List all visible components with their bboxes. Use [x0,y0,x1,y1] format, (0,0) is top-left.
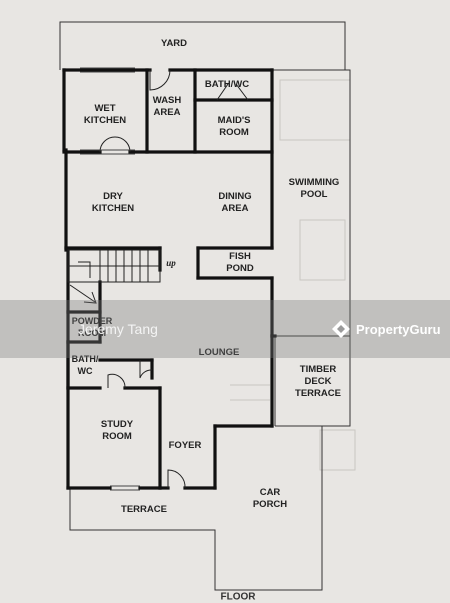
watermark-agent-name: Jeremy Tang [78,321,158,337]
label-foyer: FOYER [168,440,202,451]
site-outline [59,21,351,591]
door-swings [99,69,249,489]
floor-caption: FLOOR [220,591,256,603]
watermark-band [0,300,450,358]
label-study-room: STUDY ROOM [100,419,134,442]
label-swimming-pool: SWIMMING POOL [288,177,340,200]
watermark-brand-text: PropertyGuru [356,321,441,337]
label-bath-wc-top: BATH/WC [204,79,250,90]
label-dry-kitchen: DRY KITCHEN [91,191,135,214]
walls [62,68,277,490]
watermark-brand: PropertyGuru [331,319,441,339]
label-stair-up: up [166,258,176,268]
label-terrace: TERRACE [121,504,167,515]
label-car-porch: CAR PORCH [252,487,288,510]
label-timber-deck-terrace: TIMBER DECK TERRACE [295,364,341,399]
propertyguru-logo-icon [332,320,350,338]
label-yard: YARD [160,38,188,49]
label-bath-wc-lower: BATH/ WC [71,354,99,376]
label-powder-room: POWDER ROOM [71,316,113,338]
label-wash-area: WASH AREA [152,95,182,118]
label-fish-pond: FISH POND [226,251,254,274]
staircase [67,249,161,304]
label-wet-kitchen: WET KITCHEN [83,103,127,126]
label-maids-room: MAID'S ROOM [217,115,251,138]
label-lounge: LOUNGE [198,347,240,358]
windows [80,67,140,491]
label-dining-area: DINING AREA [218,191,252,214]
